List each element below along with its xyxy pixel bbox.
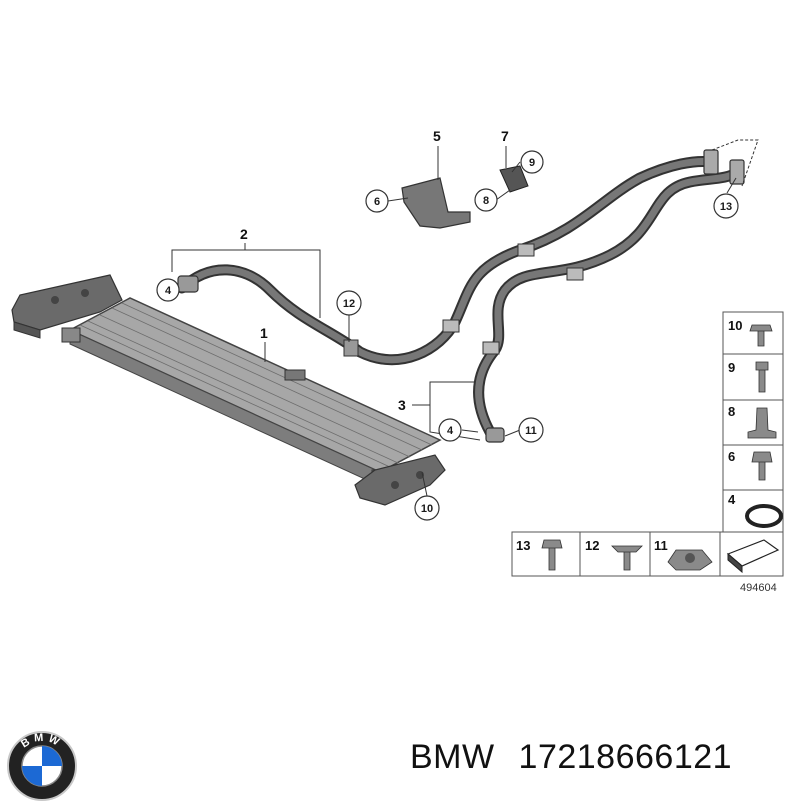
callout-11: 11 <box>518 417 544 443</box>
legend-item-10: 10 <box>728 318 773 347</box>
legend-item-8: 8 <box>728 404 777 439</box>
screw-icon <box>541 539 563 571</box>
legend-item-11: 11 <box>654 538 713 571</box>
left-mounting-bracket <box>11 274 123 339</box>
leader-lines <box>159 139 759 497</box>
legend-item-4: 4 <box>728 492 783 528</box>
o-ring-icon <box>745 504 783 528</box>
part-number: 17218666121 <box>518 738 733 776</box>
svg-text:10: 10 <box>421 503 433 515</box>
callout-6: 6 <box>365 189 389 213</box>
callout-1: 1 <box>260 325 268 341</box>
svg-text:9: 9 <box>529 157 535 169</box>
right-mounting-bracket <box>354 454 446 506</box>
legend-item-9: 9 <box>728 360 769 393</box>
legend-item-6: 6 <box>728 449 773 481</box>
svg-text:3: 3 <box>398 397 406 413</box>
clip-screw-icon <box>611 545 643 571</box>
callout-2: 2 <box>240 226 248 242</box>
svg-text:8: 8 <box>483 195 489 207</box>
callout-4b: 4 <box>438 418 462 442</box>
hose-bracket-5 <box>401 177 471 229</box>
svg-text:1: 1 <box>260 325 268 341</box>
legend-item-13: 13 <box>516 538 563 571</box>
svg-text:2: 2 <box>240 226 248 242</box>
svg-text:12: 12 <box>585 538 599 553</box>
svg-text:13: 13 <box>516 538 530 553</box>
callout-13: 13 <box>713 193 739 219</box>
legend-item-12: 12 <box>585 538 643 571</box>
callout-10: 10 <box>414 495 440 521</box>
legend-right-column: 10 9 8 6 4 <box>722 311 784 539</box>
callout-9: 9 <box>520 150 544 174</box>
callout-3: 3 <box>398 397 406 413</box>
svg-text:10: 10 <box>728 318 742 333</box>
oil-cooler-radiator <box>61 297 442 487</box>
brand-part-number-line: BMW 17218666121 <box>410 738 790 788</box>
svg-text:4: 4 <box>728 492 736 507</box>
flange-bolt-icon <box>749 324 773 347</box>
svg-text:12: 12 <box>343 298 355 310</box>
hex-bolt-icon <box>751 451 773 481</box>
svg-text:6: 6 <box>374 196 380 208</box>
svg-text:4: 4 <box>165 285 172 297</box>
svg-text:11: 11 <box>654 538 668 553</box>
callout-7: 7 <box>501 128 509 144</box>
bmw-logo-icon: BMW <box>7 731 77 801</box>
drawing-number: 494604 <box>740 582 777 594</box>
svg-text:13: 13 <box>720 201 732 213</box>
svg-text:9: 9 <box>728 360 735 375</box>
callout-8: 8 <box>474 188 498 212</box>
svg-text:6: 6 <box>728 449 735 464</box>
hose-clip-7 <box>499 165 529 193</box>
callout-4a: 4 <box>156 278 180 302</box>
svg-text:8: 8 <box>728 404 735 419</box>
sleeve-icon <box>747 407 777 439</box>
brand-name: BMW <box>410 738 495 776</box>
callout-12: 12 <box>336 290 362 316</box>
svg-text:7: 7 <box>501 128 509 144</box>
bolt-icon <box>755 361 769 393</box>
cooler-hoses <box>176 149 745 443</box>
svg-text:4: 4 <box>447 425 454 437</box>
svg-text:5: 5 <box>433 128 441 144</box>
svg-text:11: 11 <box>525 425 537 437</box>
legend-item-note <box>726 539 780 574</box>
callout-5: 5 <box>433 128 441 144</box>
legend-bottom-row: 13 12 11 <box>511 531 784 577</box>
